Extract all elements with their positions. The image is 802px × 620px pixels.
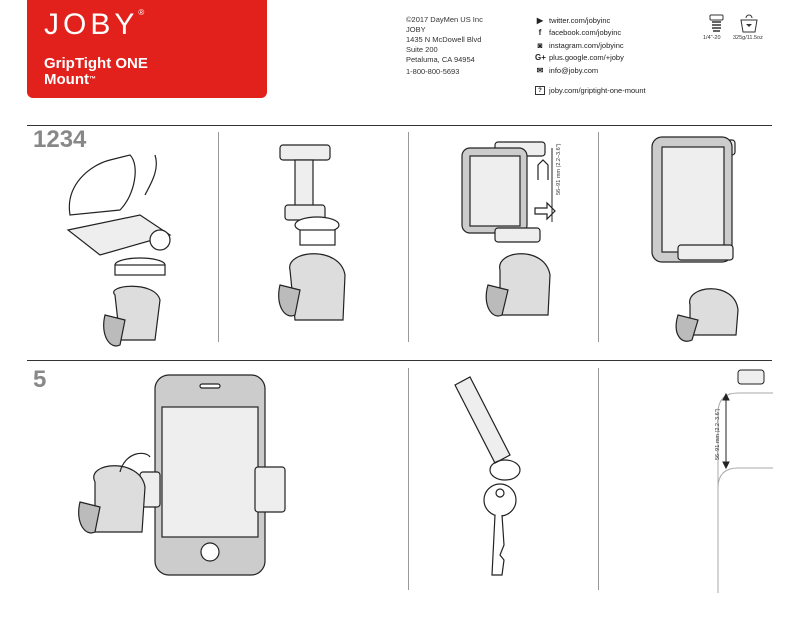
- illustration-keyring: [454, 376, 521, 576]
- instagram-icon: ◙: [537, 40, 543, 50]
- twitter-icon: ▶: [536, 15, 544, 25]
- divider: [218, 132, 219, 342]
- divider: [27, 125, 772, 126]
- help-icon: ?: [535, 85, 545, 95]
- facebook-icon: f: [538, 28, 542, 38]
- divider: [27, 360, 772, 361]
- illustration-attach-mount: [66, 154, 172, 347]
- illustration-phone-portrait: [78, 374, 286, 576]
- phone-size-guide: [717, 369, 773, 593]
- instagram-link[interactable]: ◙instagram.com/jobyinc: [535, 39, 624, 52]
- website-link[interactable]: ?joby.com/griptight-one-mount: [535, 84, 646, 97]
- divider: [598, 132, 599, 342]
- dimension-label: 56–91 mm (2.2–3.6"): [556, 143, 562, 195]
- step-numbers-1-4: 1234: [33, 126, 87, 153]
- divider: [598, 368, 599, 590]
- phone-number: 1-800-800-5693: [406, 67, 460, 76]
- weight-spec: 325g/11.5oz: [733, 35, 763, 41]
- illustration-clip-open: [278, 144, 346, 321]
- screw-thread-icon: [709, 14, 724, 32]
- illustration-insert-phone: [461, 141, 556, 317]
- weight-icon: [740, 14, 758, 33]
- divider: [408, 368, 409, 590]
- divider: [408, 132, 409, 342]
- google-plus-link[interactable]: G+plus.google.com/+joby: [535, 53, 624, 63]
- thread-spec: 1/4"-20: [703, 35, 721, 41]
- step-number-5: 5: [33, 366, 47, 393]
- mail-icon: ✉: [536, 65, 544, 75]
- joby-logo: JOBY®: [44, 8, 145, 41]
- google-plus-icon: G+: [535, 53, 546, 63]
- twitter-link[interactable]: ▶twitter.com/jobyinc: [536, 15, 611, 25]
- size-guide-dimension: 56–91 mm (2.2–3.6"): [715, 408, 721, 460]
- email-link[interactable]: ✉info@joby.com: [536, 65, 599, 75]
- illustration-phone-mounted: [651, 136, 739, 342]
